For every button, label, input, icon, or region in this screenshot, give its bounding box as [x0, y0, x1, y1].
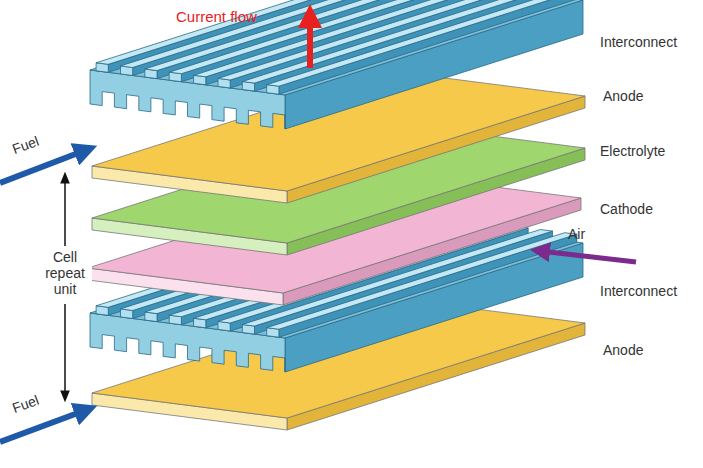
air-arrow [540, 251, 636, 262]
flow-label: Fuel [10, 133, 41, 157]
rib-top [267, 0, 577, 86]
part-label: Anode [603, 88, 643, 104]
rib-side [279, 0, 577, 94]
flow-label: Current flow [176, 8, 257, 25]
flow-label: Air [568, 226, 585, 242]
part-label: Electrolyte [600, 143, 665, 159]
label-patch [38, 246, 92, 304]
bracket-label: Cell repeat unit [40, 249, 90, 297]
fuel-arrow [0, 150, 86, 183]
current-arrow [307, 16, 313, 68]
part-label: Cathode [600, 201, 653, 217]
flow-label: Fuel [10, 392, 41, 416]
part-label: Interconnect [600, 283, 677, 299]
part-label: Interconnect [600, 34, 677, 50]
fuel-arrow [0, 410, 86, 442]
part-label: Anode [603, 342, 643, 358]
